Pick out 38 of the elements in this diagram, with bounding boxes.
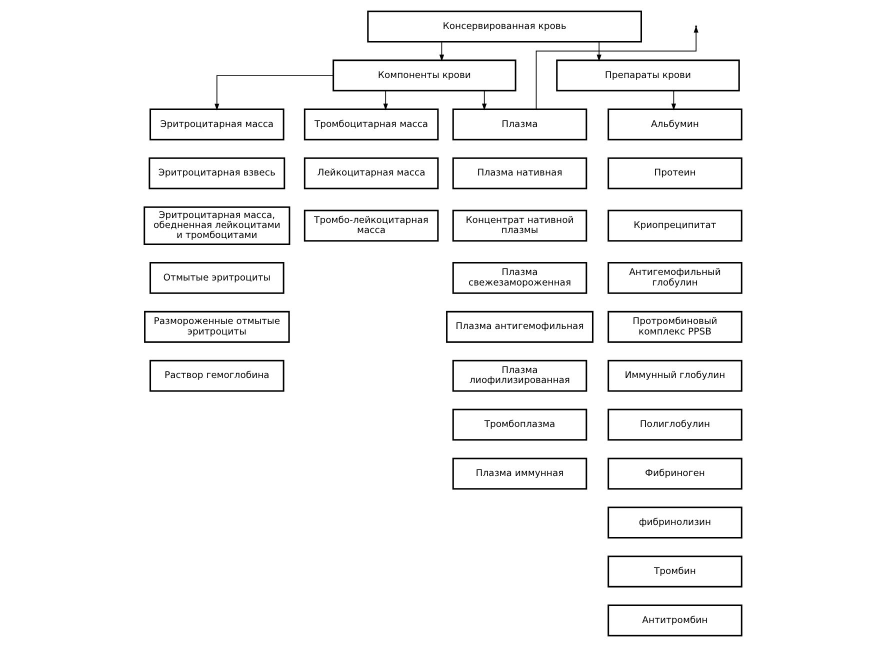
node-box: Плазма антигемофильная: [446, 310, 593, 343]
arrow: [382, 90, 388, 110]
node-box: Тромбо-лейкоцитарная масса: [303, 210, 438, 242]
node-box: Полиглобулин: [607, 408, 742, 441]
node-box: Концентрат нативной плазмы: [452, 210, 587, 242]
node-box: Тромбин: [607, 556, 742, 588]
arrow: [596, 41, 601, 62]
node-box: Лейкоцитарная масса: [303, 157, 438, 190]
node-box: Плазма: [452, 108, 587, 140]
node-box: Плазма лиофилизированная: [452, 360, 587, 392]
node-box: Альбумин: [607, 108, 742, 140]
node-box: Отмытые эритроциты: [149, 262, 284, 294]
arrow: [535, 26, 698, 110]
arrow: [214, 75, 334, 110]
node-box: Размороженные отмытые эритроциты: [144, 310, 290, 343]
node-box: Плазма нативная: [452, 157, 587, 190]
node-box: Криопреципитат: [607, 210, 742, 242]
node-box: Эритроцитарная взвесь: [148, 157, 285, 190]
node-box: Раствор гемоглобина: [149, 360, 284, 392]
node-box: Антитромбин: [607, 604, 742, 636]
node-box: Препараты крови: [556, 60, 740, 92]
node-box: Иммунный глобулин: [607, 360, 742, 392]
node-box: Консервированная кровь: [366, 10, 642, 42]
node-box: Тромбоцитарная масса: [303, 108, 438, 140]
arrow: [438, 41, 444, 62]
node-box: Протеин: [607, 157, 742, 190]
node-box: Антигемофильный глобулин: [607, 262, 742, 294]
node-box: Тромбоплазма: [452, 408, 587, 441]
node-box: Фибриноген: [607, 458, 742, 490]
node-box: Компоненты крови: [332, 60, 516, 92]
node-box: Протромбиновый комплекс PPSB: [607, 310, 742, 343]
arrow: [670, 90, 676, 110]
node-box: Плазма иммунная: [452, 458, 587, 490]
arrow: [481, 90, 486, 110]
node-box: Эритроцитарная масса, обедненная лейкоцитами и тромбоцитами: [143, 206, 290, 245]
node-box: Плазма свежезамороженная: [452, 262, 587, 294]
node-box: Эритроцитарная масса: [149, 108, 284, 140]
node-box: фибринолизин: [607, 506, 742, 539]
